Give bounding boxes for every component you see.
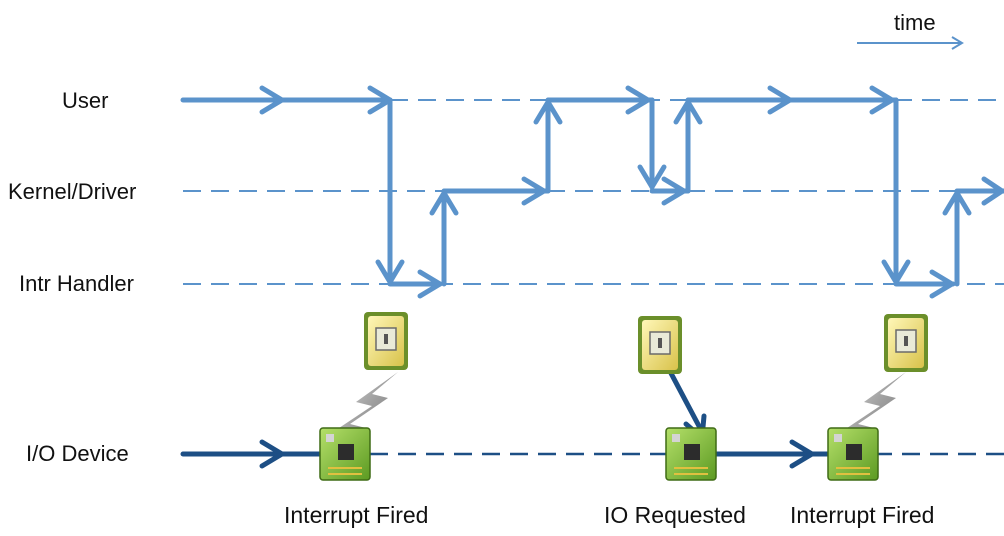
arrowhead	[259, 85, 285, 115]
arrowhead	[533, 99, 563, 125]
time-arrow	[857, 36, 964, 50]
arrowhead	[429, 190, 459, 216]
arrowhead	[881, 259, 911, 285]
arrowhead	[367, 85, 393, 115]
event-caption-io-requested: IO Requested	[604, 502, 746, 528]
io-flow-path	[180, 357, 835, 469]
lane-guides	[183, 99, 1004, 285]
lane-label-user: User	[62, 88, 109, 113]
arrowhead	[417, 269, 443, 299]
arrowhead	[929, 269, 955, 299]
circuit-board-icon	[665, 427, 717, 481]
event-caption-interrupt-fired-1: Interrupt Fired	[284, 502, 429, 528]
arrowhead	[661, 176, 687, 206]
arrowhead	[521, 176, 547, 206]
arrowhead	[767, 85, 793, 115]
cpu-chip-icon	[638, 316, 682, 374]
arrowhead	[259, 439, 285, 469]
cpu-chip-icon	[364, 312, 408, 370]
time-label: time	[894, 10, 936, 35]
event-caption-interrupt-fired-2: Interrupt Fired	[790, 502, 935, 528]
lane-label-io-device: I/O Device	[26, 441, 129, 466]
circuit-board-icon	[827, 427, 879, 481]
lane-label-kernel: Kernel/Driver	[8, 179, 137, 204]
arrowhead	[637, 164, 667, 190]
circuit-board-icon	[319, 427, 371, 481]
arrowhead	[673, 99, 703, 125]
arrowhead	[942, 190, 972, 216]
arrowhead	[789, 439, 815, 469]
arrowhead	[869, 85, 895, 115]
arrowhead	[625, 85, 651, 115]
cpu-chip-icon	[884, 314, 928, 372]
control-flow-path	[180, 85, 1004, 299]
arrowhead	[375, 259, 405, 285]
arrowhead	[981, 176, 1004, 206]
lane-label-intr-handler: Intr Handler	[19, 271, 134, 296]
